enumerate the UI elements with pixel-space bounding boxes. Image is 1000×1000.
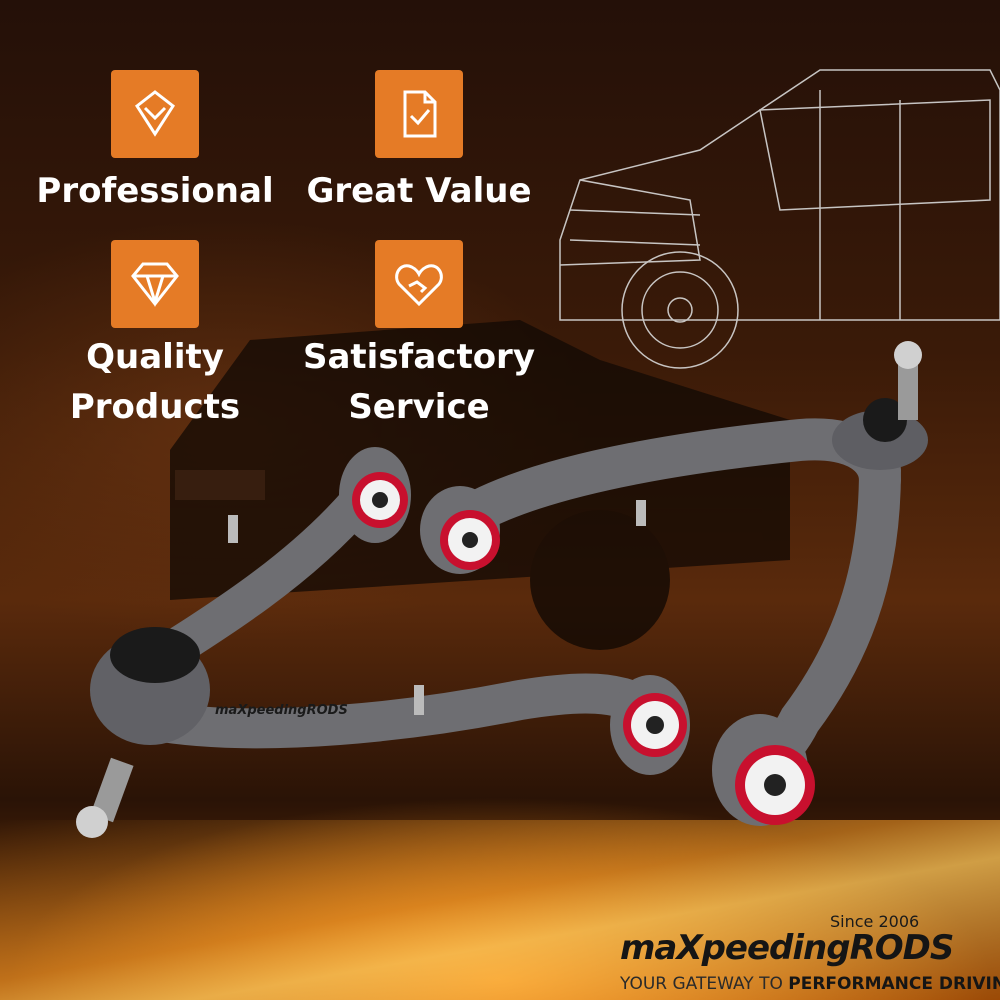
feature-quality-products: Quality Products bbox=[20, 240, 290, 432]
feature-label: Great Value bbox=[306, 171, 532, 211]
heart-handshake-icon bbox=[375, 240, 463, 328]
feature-label-line2: Products bbox=[69, 387, 241, 427]
feature-professional: Professional bbox=[20, 70, 290, 216]
feature-great-value: Great Value bbox=[284, 70, 554, 216]
document-check-icon bbox=[375, 70, 463, 158]
wireframe-truck bbox=[559, 69, 1000, 369]
feature-label: Professional bbox=[36, 171, 274, 211]
tagline-prefix: YOUR GATEWAY TO bbox=[620, 974, 789, 994]
since-text: Since 2006 bbox=[830, 912, 920, 931]
part-engraving: maXpeedingRODS bbox=[215, 703, 348, 718]
tagline-bold: PERFORMANCE DRIVING bbox=[788, 974, 1000, 994]
feature-label: Satisfactory bbox=[302, 337, 535, 377]
background-glow bbox=[0, 820, 1000, 1000]
control-arm-left bbox=[76, 447, 690, 838]
control-arm-right bbox=[420, 341, 928, 826]
feature-label-line2: Service bbox=[348, 387, 490, 427]
gem-icon bbox=[111, 240, 199, 328]
brand-name: maXpeedingRODS bbox=[620, 928, 954, 968]
feature-satisfactory-service: Satisfactory Service bbox=[284, 240, 554, 432]
diamond-heart-icon bbox=[111, 70, 199, 158]
tagline: YOUR GATEWAY TO PERFORMANCE DRIVING bbox=[620, 974, 1000, 994]
feature-label: Quality bbox=[86, 337, 224, 377]
